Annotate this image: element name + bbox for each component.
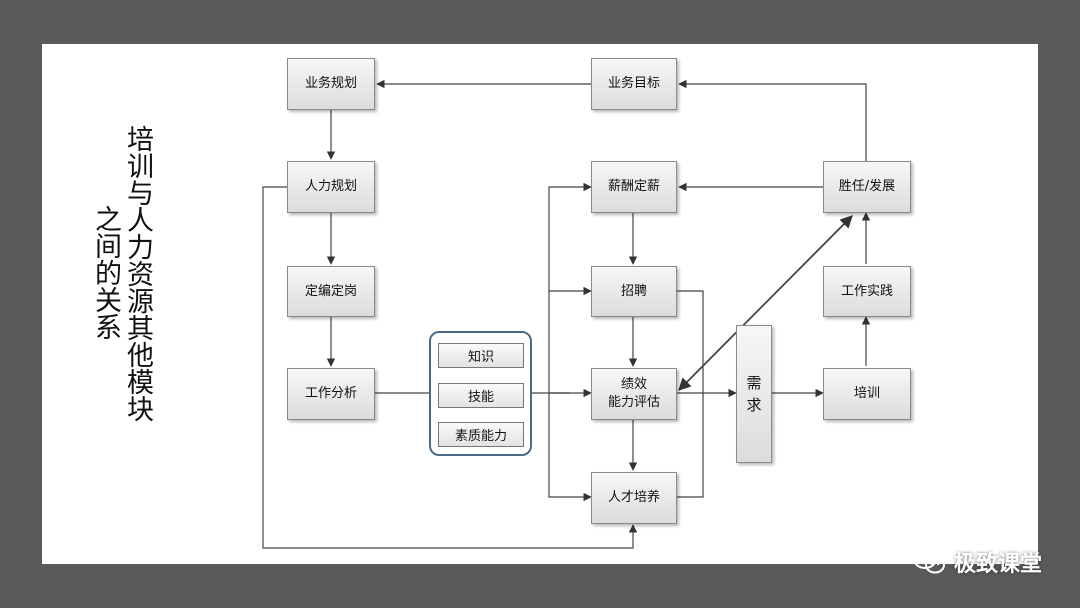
label-recruitment: 招聘 [620, 283, 647, 299]
label-talent-development: 人才培养 [607, 490, 660, 505]
box-performance: 绩效 能力评估 [591, 368, 677, 420]
box-staffing: 定编定岗 [287, 266, 375, 317]
label-demand-1: 需 [746, 374, 762, 392]
box-hr-planning: 人力规划 [287, 161, 375, 213]
box-competency: 胜任/发展 [823, 161, 911, 213]
box-work-practice: 工作实践 [823, 266, 911, 317]
watermark: 极致课堂 [912, 546, 1042, 578]
label-business-goals: 业务目标 [607, 76, 660, 91]
label-competency: 胜任/发展 [838, 179, 896, 194]
label-compensation: 薪酬定薪 [607, 179, 660, 194]
label-hr-planning: 人力规划 [304, 179, 357, 194]
skill-ability: 技能 [438, 383, 524, 408]
label-performance-1: 绩效 [620, 377, 647, 392]
box-business-planning: 业务规划 [287, 58, 375, 110]
box-business-goals: 业务目标 [591, 58, 677, 110]
box-talent-development: 人才培养 [591, 472, 677, 524]
watermark-text: 极致课堂 [953, 552, 1042, 577]
wechat-icon [912, 549, 945, 574]
box-compensation: 薪酬定薪 [591, 161, 677, 213]
skills-group: 知识 技能 素质能力 [429, 331, 532, 456]
skill-knowledge: 知识 [438, 343, 524, 368]
label-training: 培训 [853, 386, 880, 401]
box-recruitment: 招聘 [591, 266, 677, 317]
label-performance-2: 能力评估 [607, 395, 660, 410]
skill-qualities: 素质能力 [438, 422, 524, 447]
label-staffing: 定编定岗 [304, 283, 357, 299]
label-demand-2: 求 [746, 396, 762, 414]
box-demand: 需 求 [736, 325, 772, 463]
label-work-practice: 工作实践 [840, 283, 893, 299]
label-business-planning: 业务规划 [304, 76, 357, 91]
box-training: 培训 [823, 368, 911, 420]
title-column-1: 培训与人力资源其他模块 [122, 125, 153, 422]
box-job-analysis: 工作分析 [287, 368, 375, 420]
title-column-2: 之间的关系 [90, 205, 121, 340]
label-job-analysis: 工作分析 [304, 386, 357, 401]
